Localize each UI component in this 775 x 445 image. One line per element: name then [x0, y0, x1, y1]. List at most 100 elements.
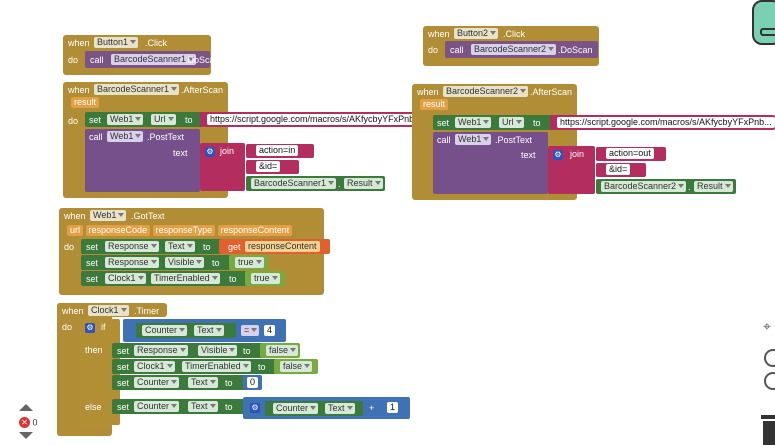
url-text[interactable]: https://script.google.com/macros/s/AKfyc…	[557, 117, 775, 129]
result-param[interactable]: result	[420, 99, 449, 110]
scanner-dropdown[interactable]: BarcodeScanner1	[251, 178, 337, 190]
operator-dropdown[interactable]: =	[241, 325, 260, 337]
warning-toggle-down-icon[interactable]	[19, 432, 33, 439]
bool-dropdown[interactable]: true	[251, 273, 280, 285]
error-indicator[interactable]: ✕ 0	[19, 416, 38, 429]
call-doscan-block[interactable]: call BarcodeScanner2 .DoScan	[445, 41, 598, 58]
url-string-block[interactable]: https://script.google.com/macros/s/AKfyc…	[550, 115, 775, 130]
url-text[interactable]: https://script.google.com/macros/s/AKfyc…	[207, 114, 425, 126]
string2-block[interactable]: &id=	[596, 163, 646, 177]
string2-block[interactable]: &id=	[246, 160, 299, 174]
scanner-result-block[interactable]: BarcodeScanner2 . Result	[596, 179, 736, 194]
web-dropdown[interactable]: Web1	[107, 114, 144, 126]
set-counter-text-block[interactable]: set Counter Text to	[112, 399, 247, 414]
prop-dropdown[interactable]: Visible	[198, 345, 238, 357]
string1-value[interactable]: action=out	[606, 148, 654, 160]
trash-icon[interactable]	[761, 415, 775, 445]
set-web1-url-block[interactable]: set Web1 Url to	[433, 115, 553, 130]
var-dropdown[interactable]: responseContent	[245, 241, 320, 252]
button2-click-block[interactable]: when Button2 .Click do call BarcodeScann…	[423, 26, 599, 66]
component-dropdown[interactable]: Counter	[142, 325, 188, 337]
string2-value[interactable]: &id=	[256, 161, 281, 173]
web-dropdown[interactable]: Web1	[455, 134, 492, 146]
string1-block[interactable]: action=in	[246, 144, 314, 158]
result-dropdown[interactable]: Result	[694, 181, 733, 193]
scanner-result-block[interactable]: BarcodeScanner1 . Result	[246, 176, 385, 191]
true-block[interactable]: true	[245, 271, 285, 286]
component-dropdown[interactable]: Counter	[134, 377, 180, 389]
component-dropdown[interactable]: Clock1	[134, 361, 175, 373]
responsecontent-param[interactable]: responseContent	[217, 225, 293, 236]
backpack-icon[interactable]	[752, 0, 775, 45]
set-response-visible-block[interactable]: set Response Visible to	[112, 343, 267, 358]
prop-dropdown[interactable]: TimerEnabled	[182, 361, 251, 373]
component-dropdown[interactable]: Web1	[90, 210, 127, 222]
counter-text-getter[interactable]: Counter Text	[265, 401, 363, 416]
responsetype-param[interactable]: responseType	[152, 225, 216, 236]
result-dropdown[interactable]: Result	[344, 178, 383, 190]
number-value[interactable]: 0	[247, 377, 259, 389]
zoom-reset-icon[interactable]: ⌖	[763, 318, 771, 334]
url-string-block[interactable]: https://script.google.com/macros/s/AKfyc…	[200, 112, 445, 127]
button1-click-block[interactable]: when Button1 .Click do call BarcodeScann…	[63, 35, 220, 75]
prop-dropdown[interactable]: Text	[194, 325, 224, 337]
component-dropdown[interactable]: Button1	[94, 37, 139, 49]
prop-dropdown[interactable]: Url	[499, 117, 524, 129]
component-dropdown[interactable]: Button2	[454, 28, 499, 40]
prop-dropdown[interactable]: Visible	[165, 257, 205, 269]
gear-icon[interactable]: ⚙	[553, 149, 563, 160]
component-dropdown[interactable]: Response	[134, 345, 188, 357]
component-dropdown[interactable]: Response	[105, 257, 159, 269]
scanner-dropdown[interactable]: BarcodeScanner1	[111, 54, 197, 66]
scanner-dropdown[interactable]: BarcodeScanner2	[471, 44, 557, 56]
zoom-in-icon[interactable]	[764, 349, 775, 367]
string1-block[interactable]: action=out	[596, 147, 666, 161]
component-dropdown[interactable]: BarcodeScanner1	[94, 84, 180, 96]
component-dropdown[interactable]: Response	[105, 241, 159, 253]
bool-dropdown[interactable]: false	[280, 361, 313, 373]
zoom-out-icon[interactable]	[764, 372, 775, 390]
call-doscan-block[interactable]: call BarcodeScanner1 .DoScan	[85, 51, 220, 68]
compare-block[interactable]: Counter Text = 4	[123, 319, 286, 342]
set-counter-text-block[interactable]: set Counter Text to	[112, 375, 247, 390]
false-block[interactable]: false	[260, 343, 300, 358]
get-var-block[interactable]: get responseContent	[219, 239, 330, 254]
string2-value[interactable]: &id=	[606, 164, 631, 176]
gear-icon[interactable]: ⚙	[85, 322, 95, 333]
gear-icon[interactable]: ⚙	[205, 146, 215, 157]
component-dropdown[interactable]: BarcodeScanner2	[443, 86, 529, 98]
prop-dropdown[interactable]: Text	[188, 377, 218, 389]
false-block[interactable]: false	[274, 359, 318, 374]
set-web1-url-block[interactable]: set Web1 Url to	[85, 112, 215, 127]
zero-number-block[interactable]: 0	[243, 375, 262, 390]
scanner-dropdown[interactable]: BarcodeScanner2	[601, 181, 687, 193]
set-clock1-timer-block[interactable]: set Clock1 TimerEnabled to	[112, 359, 277, 374]
component-dropdown[interactable]: Clock1	[105, 273, 146, 285]
join-block[interactable]: ⚙ join	[200, 143, 245, 191]
prop-dropdown[interactable]: Text	[325, 403, 355, 415]
warning-toggle-up-icon[interactable]	[19, 404, 33, 411]
bool-dropdown[interactable]: false	[266, 345, 299, 357]
join-block[interactable]: ⚙ join	[548, 146, 595, 194]
prop-dropdown[interactable]: Text	[188, 401, 218, 413]
number-value[interactable]: 4	[264, 325, 276, 337]
component-dropdown[interactable]: Clock1	[88, 305, 129, 317]
gear-icon[interactable]: ⚙	[250, 402, 260, 413]
prop-dropdown[interactable]: TimerEnabled	[151, 273, 220, 285]
bool-dropdown[interactable]: true	[235, 257, 264, 269]
web-dropdown[interactable]: Web1	[455, 117, 492, 129]
call-posttext-block[interactable]: call Web1 .PostText text	[85, 129, 200, 192]
prop-dropdown[interactable]: Text	[165, 241, 195, 253]
set-clock1-timer-block[interactable]: set Clock1 TimerEnabled to	[81, 271, 247, 286]
set-response-text-block[interactable]: set Response Text to	[81, 239, 226, 254]
component-dropdown[interactable]: Counter	[273, 403, 319, 415]
number-value[interactable]: 1	[387, 402, 399, 414]
counter-text-getter[interactable]: Counter Text	[136, 323, 236, 338]
web-dropdown[interactable]: Web1	[107, 131, 144, 143]
call-posttext-block[interactable]: call Web1 .PostText text	[433, 132, 548, 194]
string1-value[interactable]: action=in	[256, 145, 299, 157]
result-param[interactable]: result	[71, 97, 100, 108]
component-dropdown[interactable]: Counter	[134, 401, 180, 413]
true-block[interactable]: true	[229, 255, 268, 270]
set-response-visible-block[interactable]: set Response Visible to	[81, 255, 231, 270]
